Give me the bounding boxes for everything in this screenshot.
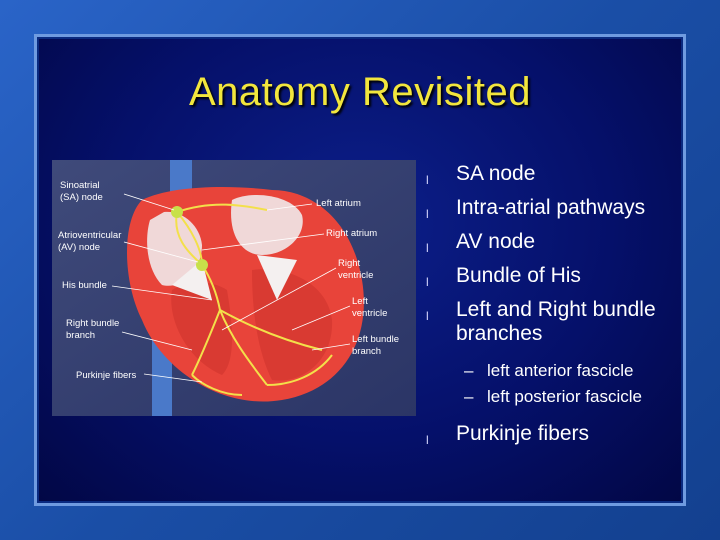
heart-conduction-diagram: Sinoatrial (SA) node Atrioventricular (A… <box>52 160 416 416</box>
bullet-list: l SA node l Intra-atrial pathways l AV n… <box>420 162 710 456</box>
label-right-ventricle-line2: ventricle <box>338 270 373 281</box>
bullet-text: Bundle of His <box>456 264 581 287</box>
label-left-bundle-line1: Left bundle <box>352 334 399 345</box>
label-left-atrium: Left atrium <box>316 198 361 209</box>
sub-bullet-text: left anterior fascicle <box>487 361 634 380</box>
label-sa-node-line1: Sinoatrial <box>60 180 100 191</box>
right-atrium-cavity <box>147 211 202 286</box>
sub-bullet-marker: – <box>464 361 474 380</box>
mitral-valve <box>257 255 297 300</box>
bullet-marker: l <box>426 207 429 221</box>
bullet-bundle-branches: l Left and Right bundle branches <box>420 298 686 346</box>
bullet-text: SA node <box>456 162 536 185</box>
bullet-intra-atrial: l Intra-atrial pathways <box>420 196 710 221</box>
label-his-bundle: His bundle <box>62 280 107 291</box>
label-left-ventricle-line2: ventricle <box>352 308 387 319</box>
sub-bullet-text: left posterior fascicle <box>487 387 642 406</box>
label-left-ventricle-line1: Left <box>352 296 368 307</box>
sub-bullet-list: – left anterior fascicle – left posterio… <box>420 360 710 408</box>
sub-bullet-anterior: – left anterior fascicle <box>420 360 710 382</box>
slide-title: Anatomy Revisited <box>189 70 531 114</box>
label-purkinje: Purkinje fibers <box>76 370 136 381</box>
label-right-bundle-line2: branch <box>66 330 95 341</box>
sub-bullet-posterior: – left posterior fascicle <box>420 386 710 408</box>
leader-lines <box>111 193 351 383</box>
av-node-marker <box>196 259 208 271</box>
bullet-text: Purkinje fibers <box>456 422 590 445</box>
bullet-marker: l <box>426 173 429 187</box>
left-atrium-cavity <box>231 195 303 255</box>
label-left-bundle-line2: branch <box>352 346 381 357</box>
heart-illustration: Sinoatrial (SA) node Atrioventricular (A… <box>52 160 416 416</box>
bullet-av-node: l AV node <box>420 230 710 255</box>
bullet-purkinje: l Purkinje fibers <box>420 422 710 447</box>
left-ventricle-cavity <box>252 269 333 381</box>
bullet-text: Left and Right bundle branches <box>456 298 656 345</box>
label-sa-node-line2: (SA) node <box>60 192 103 203</box>
label-right-atrium: Right atrium <box>326 228 377 239</box>
bullet-bundle-of-his: l Bundle of His <box>420 264 710 289</box>
label-av-node-line1: Atrioventricular <box>58 230 121 241</box>
bullet-sa-node: l SA node <box>420 162 710 187</box>
sa-node-marker <box>171 206 183 218</box>
label-right-ventricle-line1: Right <box>338 258 361 269</box>
bullet-marker: l <box>426 309 429 323</box>
right-ventricle-cavity <box>171 282 232 375</box>
bullet-text: Intra-atrial pathways <box>456 196 646 219</box>
bullet-text: AV node <box>456 230 536 253</box>
label-av-node-line2: (AV) node <box>58 242 100 253</box>
label-right-bundle-line1: Right bundle <box>66 318 119 329</box>
sub-bullet-marker: – <box>464 387 474 406</box>
bullet-marker: l <box>426 433 429 447</box>
bullet-marker: l <box>426 241 429 255</box>
bullet-marker: l <box>426 275 429 289</box>
